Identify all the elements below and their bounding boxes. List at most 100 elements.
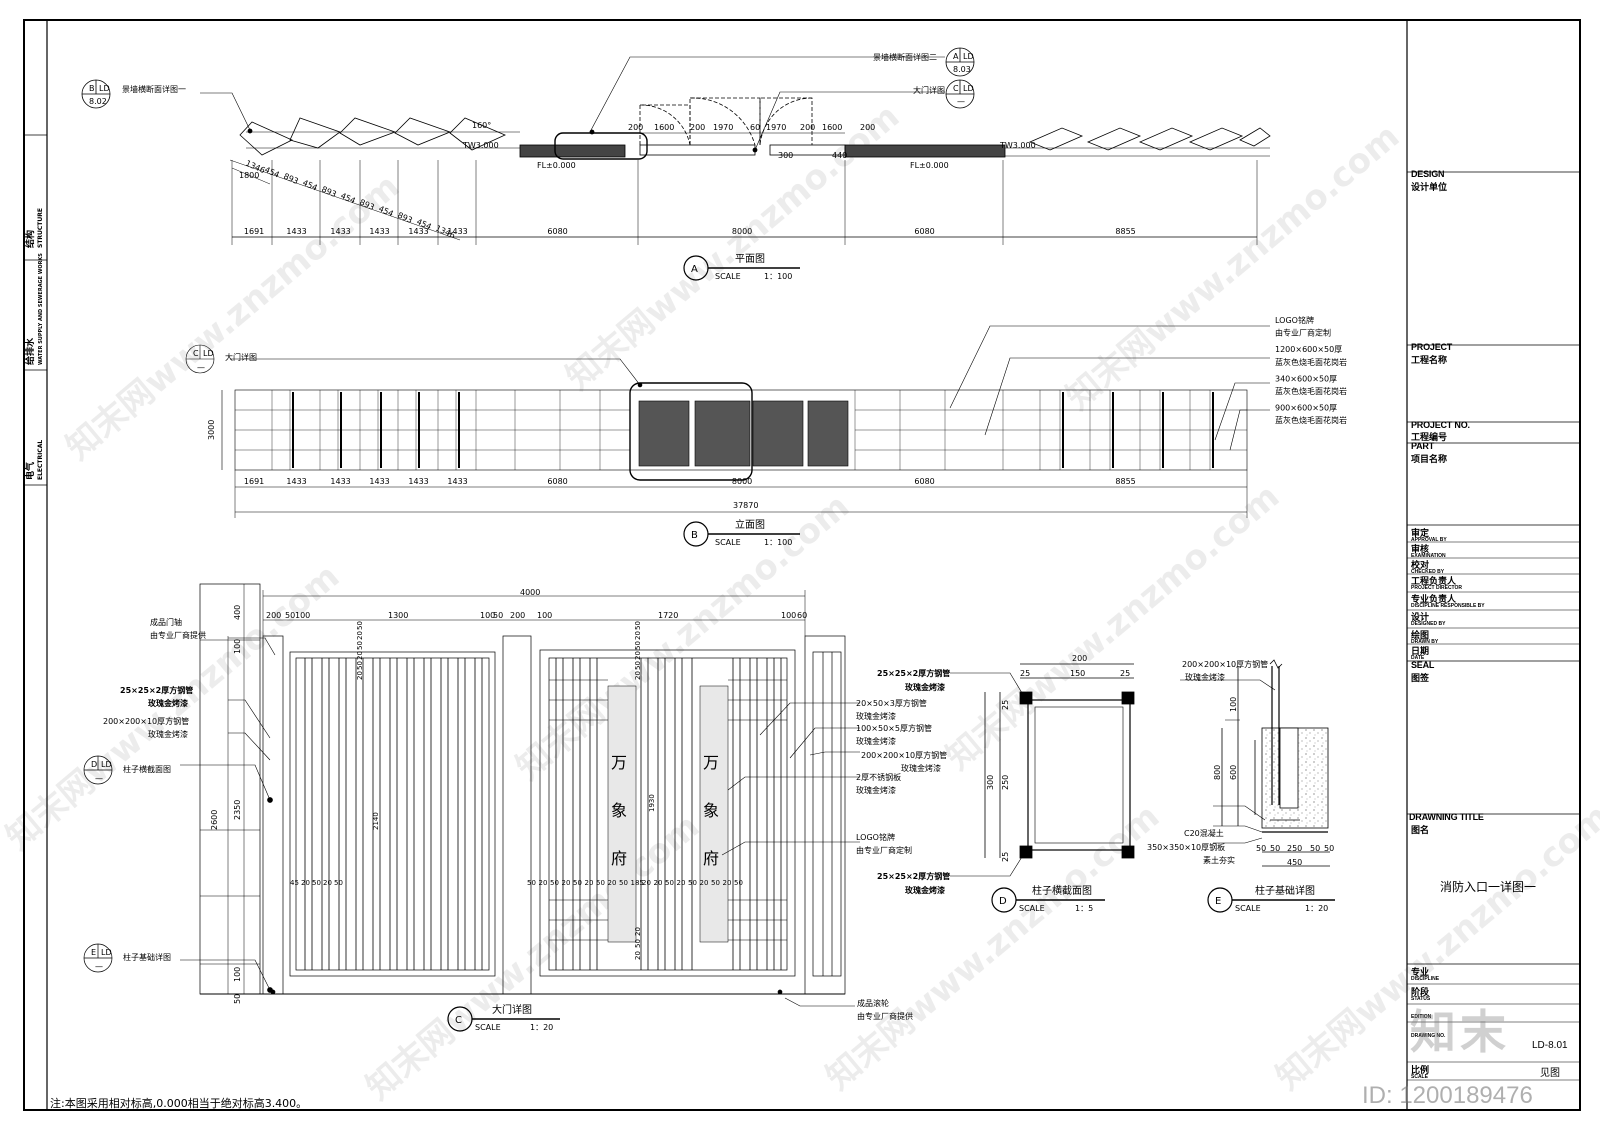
- dimension-label: 20: [634, 631, 642, 640]
- dimension-label: 50: [356, 641, 364, 650]
- svg-text:A: A: [953, 52, 959, 61]
- project-no-label-en: PROJECT NO.: [1411, 420, 1470, 430]
- dimension-label: 893: [320, 185, 338, 199]
- svg-text:TW3.000: TW3.000: [462, 141, 499, 150]
- design-label: 设计单位: [1411, 183, 1448, 193]
- drawing-title: 消防入口一详图一: [1440, 880, 1537, 894]
- svg-text:1：20: 1：20: [1305, 904, 1328, 913]
- dimension-label: 50: [734, 879, 743, 887]
- svg-text:1：5: 1：5: [1075, 904, 1093, 913]
- drawing-title-label: 图名: [1411, 826, 1430, 836]
- dimension-label: 60: [797, 611, 807, 620]
- dimension-label: 50: [596, 879, 605, 887]
- drawing-number: LD-8.01: [1532, 1040, 1568, 1051]
- svg-text:2600: 2600: [210, 810, 219, 830]
- dimension-label: 50: [527, 879, 536, 887]
- dimension-label: 200: [628, 123, 643, 132]
- elevation-note: 1200×600×50厚: [1275, 345, 1342, 354]
- dimension-label: 200: [800, 123, 815, 132]
- gate-callout-d-label: 柱子横截面图: [123, 764, 171, 774]
- left-leaf-bars: [304, 658, 483, 970]
- dimension-label: 20: [301, 879, 310, 887]
- svg-text:LD: LD: [99, 84, 110, 93]
- svg-text:2厚不锈钢板: 2厚不锈钢板: [856, 772, 901, 782]
- elevation-total: 37870: [733, 501, 758, 510]
- svg-text:20×50×3厚方钢管: 20×50×3厚方钢管: [856, 698, 927, 708]
- gate-callout-e-label: 柱子基础详图: [123, 952, 171, 962]
- svg-text:400: 400: [233, 605, 242, 620]
- svg-text:C: C: [953, 84, 959, 93]
- svg-text:25: 25: [1001, 700, 1010, 710]
- svg-text:A: A: [691, 264, 698, 275]
- dimension-label: 50: [634, 661, 642, 670]
- svg-text:1930: 1930: [648, 794, 656, 812]
- svg-text:200×200×10厚方钢管: 200×200×10厚方钢管: [1182, 659, 1268, 669]
- elevation-callout-label: 大门详图: [225, 352, 257, 362]
- dimension-label: 6080: [547, 227, 567, 236]
- dimension-label: 50: [688, 879, 697, 887]
- svg-text:2350: 2350: [233, 800, 242, 820]
- structure-label-en: STRUCTURE: [37, 208, 44, 248]
- svg-text:3000: 3000: [207, 420, 216, 440]
- svg-text:440: 440: [832, 151, 847, 160]
- dimension-label: 1720: [658, 611, 678, 620]
- dimension-label: 200: [690, 123, 705, 132]
- svg-text:府: 府: [611, 849, 627, 868]
- svg-text:50: 50: [1324, 844, 1334, 853]
- dimension-label: 60: [750, 123, 760, 132]
- svg-text:象: 象: [611, 801, 627, 820]
- dimension-label: 50: [573, 879, 582, 887]
- water-label-en: WATER SUPPLY AND SEWERAGE WORKS: [38, 253, 44, 365]
- svg-text:—: —: [95, 774, 103, 783]
- svg-text:1：100: 1：100: [764, 272, 792, 281]
- dimension-label: 1433: [286, 227, 306, 236]
- svg-text:SCALE: SCALE: [1235, 904, 1261, 913]
- dimension-label: 1600: [822, 123, 842, 132]
- svg-text:25: 25: [1120, 669, 1130, 678]
- svg-text:玫瑰金烤漆: 玫瑰金烤漆: [905, 885, 945, 895]
- svg-text:府: 府: [703, 849, 719, 868]
- dimension-label: 100: [537, 611, 552, 620]
- svg-text:350×350×10厚钢板: 350×350×10厚钢板: [1147, 842, 1225, 852]
- drawing-note: 注:本图采用相对标高,0.000相当于绝对标高3.400。: [50, 1096, 307, 1110]
- dimension-label: 50: [634, 621, 642, 630]
- scale-value: 见图: [1540, 1068, 1560, 1079]
- elevation-note: 由专业厂商定制: [1275, 328, 1331, 338]
- svg-text:TW3.000: TW3.000: [999, 141, 1036, 150]
- elevation-notes: LOGO铭牌由专业厂商定制1200×600×50厚蓝灰色烧毛面花岗岩340×60…: [1275, 315, 1347, 425]
- dimension-label: 200: [266, 611, 281, 620]
- dimension-label: 20: [323, 879, 332, 887]
- svg-text:1：100: 1：100: [764, 538, 792, 547]
- svg-text:D: D: [91, 760, 97, 769]
- dimension-label: 50: [619, 879, 628, 887]
- svg-text:FL±0.000: FL±0.000: [537, 161, 576, 170]
- plan-view: [81, 47, 1271, 281]
- elevation-note: 蓝灰色烧毛面花岗岩: [1275, 357, 1347, 367]
- svg-text:1：20: 1：20: [530, 1023, 553, 1032]
- svg-text:B: B: [691, 530, 698, 541]
- dimension-label: 50: [312, 879, 321, 887]
- dimension-label: 1691: [244, 477, 264, 486]
- svg-text:象: 象: [703, 801, 719, 820]
- svg-text:E: E: [91, 948, 96, 957]
- dimension-label: 20: [634, 651, 642, 660]
- project-label: 工程名称: [1411, 356, 1448, 366]
- svg-text:50: 50: [233, 994, 242, 1004]
- dimension-label: 1433: [369, 477, 389, 486]
- svg-text:D: D: [999, 896, 1007, 907]
- plan-callout-b-label: 景墙横断面详图一: [122, 84, 186, 94]
- electrical-label: 电气: [24, 462, 36, 480]
- dimension-label: 50: [711, 879, 720, 887]
- svg-text:250: 250: [1001, 775, 1010, 790]
- dimension-label: 1433: [286, 477, 306, 486]
- dimension-label: 20: [356, 651, 364, 660]
- dimension-label: 50: [356, 621, 364, 630]
- dimension-label: 50: [550, 879, 559, 887]
- plan-callout-a-label: 景墙横断面详图二: [873, 52, 937, 62]
- dimension-label: 8000: [732, 227, 752, 236]
- svg-text:由专业厂商提供: 由专业厂商提供: [150, 630, 206, 640]
- dimension-label: 20: [642, 879, 651, 887]
